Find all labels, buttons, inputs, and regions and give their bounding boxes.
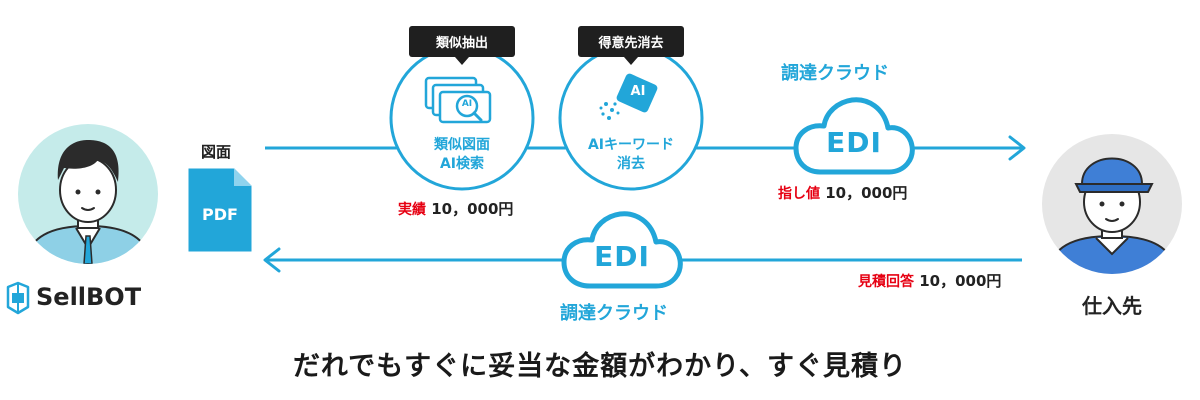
price-quote: 見積回答 10，000円 bbox=[858, 270, 1001, 291]
price-target-key: 指し値 bbox=[778, 186, 820, 202]
top-arrowhead bbox=[1008, 135, 1026, 161]
tag-customer-erase: 得意先消去 bbox=[578, 26, 684, 65]
cloud-top-edi: EDI bbox=[826, 126, 882, 159]
circle-search-line2: AI検索 bbox=[439, 156, 485, 172]
price-actual: 実績 10，000円 bbox=[398, 198, 513, 219]
bottom-arrowhead bbox=[263, 247, 281, 273]
circle-similar-search bbox=[389, 45, 535, 191]
supplier-avatar bbox=[1042, 134, 1182, 274]
brand-name: SellBOT bbox=[36, 283, 142, 311]
cloud-bottom-icon bbox=[561, 211, 683, 289]
drawing-label: 図面 bbox=[201, 143, 232, 161]
cloud-top-label: 調達クラウド bbox=[781, 63, 889, 84]
ai-icon-text-search: AI bbox=[461, 99, 473, 109]
price-quote-value: 10，000円 bbox=[919, 272, 1002, 290]
cloud-top-icon bbox=[793, 97, 915, 175]
sellbot-logo-icon bbox=[6, 281, 30, 315]
circle-erase-line2: 消去 bbox=[617, 156, 645, 172]
headline: だれでもすぐに妥当な金額がわかり、すぐ見積り bbox=[292, 351, 908, 382]
price-quote-key: 見積回答 bbox=[858, 274, 914, 290]
price-actual-value: 10，000円 bbox=[431, 200, 514, 218]
pdf-file-icon bbox=[187, 167, 253, 253]
circle-erase-line1: AIキーワード bbox=[587, 137, 675, 153]
tag-similar-extract: 類似抽出 bbox=[409, 26, 515, 65]
price-target-value: 10，000円 bbox=[825, 184, 908, 202]
price-actual-key: 実績 bbox=[398, 202, 426, 218]
circle-search-line1: 類似図面 bbox=[434, 137, 490, 153]
circle-keyword-erase bbox=[558, 45, 704, 191]
pdf-label: PDF bbox=[202, 205, 238, 224]
cloud-bottom-label: 調達クラウド bbox=[560, 303, 668, 324]
ai-icon-text-erase: AI bbox=[630, 84, 646, 99]
sales-avatar bbox=[18, 124, 158, 264]
supplier-label: 仕入先 bbox=[1082, 294, 1142, 318]
price-target: 指し値 10，000円 bbox=[778, 182, 907, 203]
cloud-bottom-edi: EDI bbox=[594, 240, 650, 273]
